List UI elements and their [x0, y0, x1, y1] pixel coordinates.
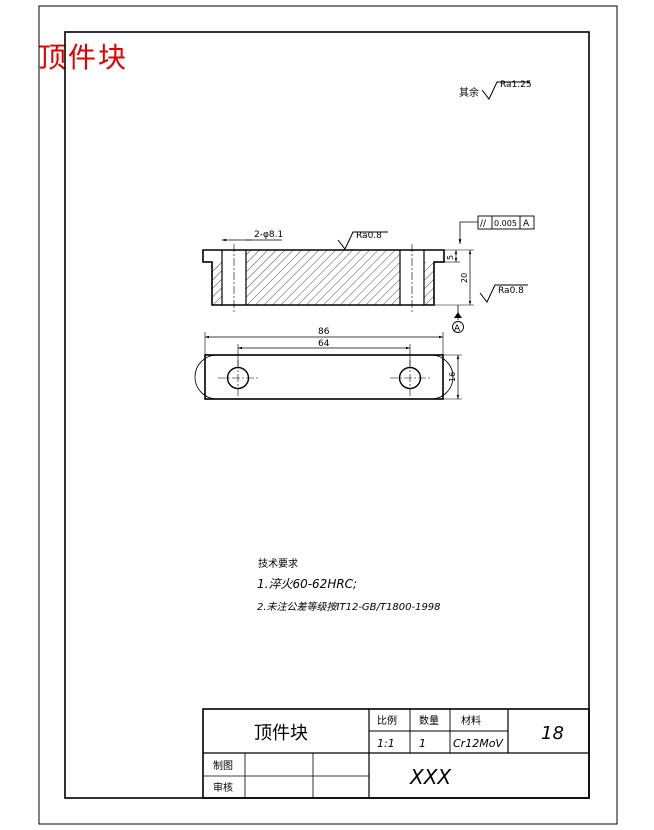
other-roughness-value: Ra1.25: [500, 80, 532, 90]
part-name: 顶件块: [254, 723, 308, 744]
material-value: Cr12MoV: [453, 737, 504, 750]
section-hatch-right: [424, 262, 434, 305]
height-5-dimension: 5: [446, 255, 455, 260]
height-20-dimension: 20: [460, 273, 469, 283]
tech-title: 技术要求: [258, 557, 298, 570]
width-16-dimension: 16: [448, 372, 457, 382]
drawing-number: 18: [541, 723, 564, 744]
length-64-dimension: 64: [318, 339, 330, 349]
datum-symbol: [452, 305, 464, 333]
qty-value: 1: [419, 737, 426, 750]
qty-label: 数量: [419, 714, 439, 727]
drawn-label: 制图: [213, 759, 233, 772]
scale-value: 1:1: [377, 737, 395, 750]
length-86-dimension: 86: [318, 327, 330, 337]
section-hatch: [246, 250, 400, 305]
page-title: 顶件块: [38, 41, 129, 74]
top-view: [194, 354, 454, 400]
hole-dimension: 2-φ8.1: [254, 230, 283, 240]
material-label: 材料: [461, 714, 481, 727]
tech-line-1: 1.淬火60-62HRC;: [257, 577, 357, 591]
title-block: [202, 708, 590, 799]
tolerance-value: 0.005: [494, 219, 517, 228]
top-roughness-value: Ra0.8: [356, 231, 382, 241]
roughness-symbol-other: [481, 81, 530, 100]
checked-label: 审核: [213, 781, 233, 794]
tech-line-2: 2.未注公差等级按IT12-GB/T1800-1998: [257, 601, 441, 613]
front-view: [202, 244, 445, 312]
tolerance-datum: A: [523, 219, 530, 229]
inner-border: [64, 31, 590, 799]
tolerance-symbol: //: [480, 219, 487, 229]
datum-label: A: [454, 324, 461, 334]
section-hatch-left: [212, 262, 222, 305]
organization: XXX: [409, 765, 452, 789]
right-roughness-value: Ra0.8: [498, 286, 524, 296]
outer-border: [38, 5, 618, 825]
other-roughness-label: 其余: [459, 86, 479, 99]
scale-label: 比例: [377, 714, 397, 727]
tolerance-frame: [458, 215, 535, 244]
